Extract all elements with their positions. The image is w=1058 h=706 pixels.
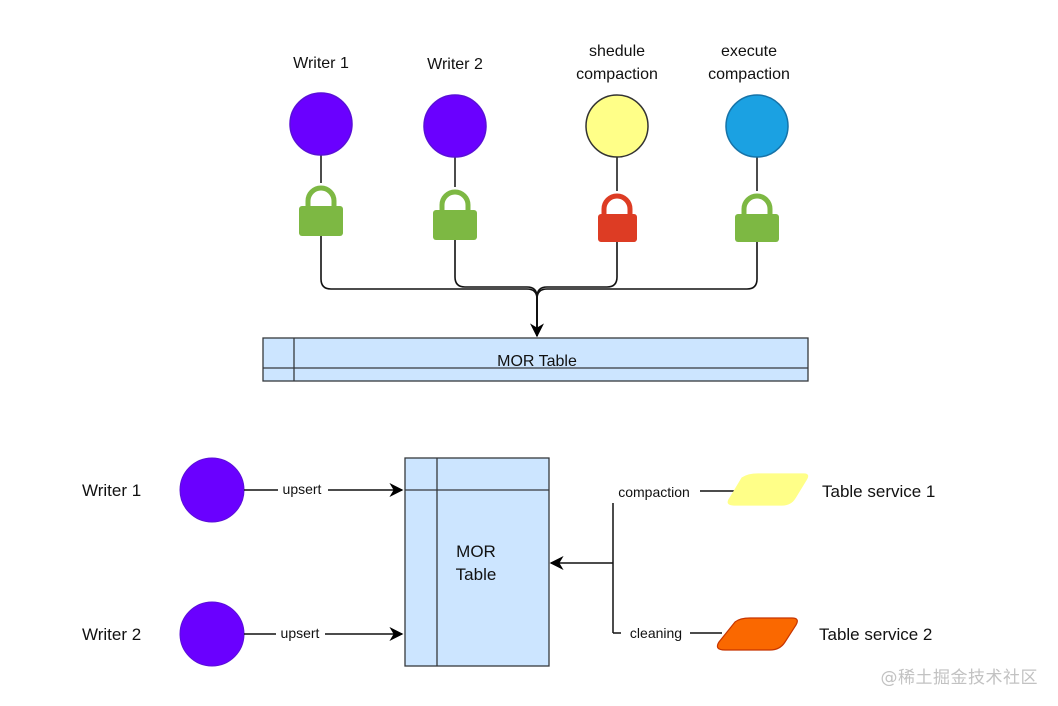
writer-circle xyxy=(289,92,353,156)
service-label: Table service 1 xyxy=(822,482,935,501)
edge-label-upsert: upsert xyxy=(281,625,320,641)
edge-label-compaction: compaction xyxy=(618,484,690,500)
lock-icon xyxy=(598,193,637,242)
table-service-2-shape xyxy=(716,617,798,651)
table-label: MOR Table xyxy=(497,353,577,370)
actor-label: Writer 1 xyxy=(293,55,349,72)
writer-circle xyxy=(179,457,245,523)
writer-label: Writer 2 xyxy=(82,625,141,644)
actor-schedule-compaction: shedule compaction xyxy=(576,43,658,191)
actor-writer-2: Writer 2 xyxy=(423,56,487,187)
table-service-1-shape xyxy=(727,473,809,506)
lock-icon xyxy=(433,189,477,240)
service-label: Table service 2 xyxy=(819,625,932,644)
schedule-compaction-circle xyxy=(585,94,649,158)
actor-label-line-2: compaction xyxy=(708,66,790,83)
connector-execute-compaction xyxy=(536,242,758,300)
mor-table-bottom: MOR Table xyxy=(404,457,550,667)
execute-compaction-circle xyxy=(725,94,789,158)
top-diagram: Writer 1 Writer 2 shedule compaction exe… xyxy=(262,43,809,382)
actor-execute-compaction: execute compaction xyxy=(708,43,790,191)
actor-writer-1: Writer 1 xyxy=(289,55,353,183)
lock-icon xyxy=(735,193,779,242)
bottom-diagram: Writer 1 upsert Writer 2 upsert MOR Tabl… xyxy=(82,457,935,667)
lock-icon xyxy=(299,185,343,236)
connector-schedule-compaction xyxy=(536,242,618,298)
writer-circle xyxy=(423,94,487,158)
actor-label-line-2: compaction xyxy=(576,66,658,83)
connector-writer-1 xyxy=(320,236,538,300)
connector-writer-2 xyxy=(454,240,538,298)
converging-connectors xyxy=(320,236,758,338)
mor-table-top: MOR Table xyxy=(262,337,809,382)
edge-label-upsert: upsert xyxy=(283,481,322,497)
watermark: @稀土掘金技术社区 xyxy=(880,668,1038,688)
writer-2-node: Writer 2 upsert xyxy=(82,601,404,667)
table-service-2-node: cleaning Table service 2 xyxy=(630,617,932,651)
actor-label: Writer 2 xyxy=(427,56,483,73)
table-label-line-1: MOR xyxy=(456,542,496,561)
actor-label-line-1: shedule xyxy=(589,43,645,60)
table-label-line-2: Table xyxy=(456,565,497,584)
writer-circle xyxy=(179,601,245,667)
edge-label-cleaning: cleaning xyxy=(630,625,682,641)
services-connector xyxy=(549,503,621,634)
writer-1-node: Writer 1 upsert xyxy=(82,457,404,523)
table-service-1-node: compaction Table service 1 xyxy=(618,473,935,506)
writer-label: Writer 1 xyxy=(82,481,141,500)
actor-label-line-1: execute xyxy=(721,43,777,60)
